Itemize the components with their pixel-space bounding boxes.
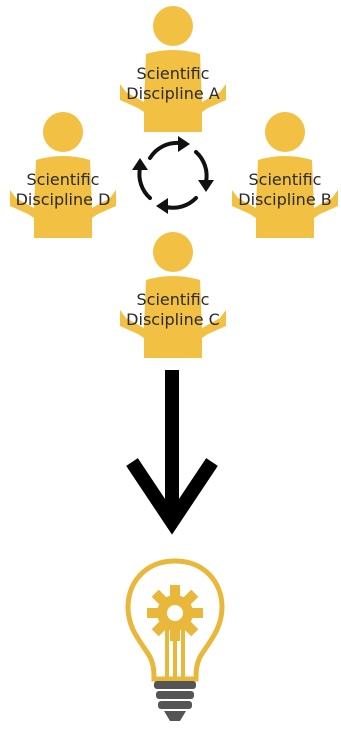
person-discipline-c: Scientific Discipline C [118, 228, 228, 358]
lightbulb-gear-icon [120, 555, 230, 725]
person-discipline-d: Scientific Discipline D [8, 108, 118, 238]
discipline-d-line1: Scientific [26, 170, 100, 189]
arrow-down-icon [122, 370, 222, 535]
circular-arrows-icon [128, 130, 218, 220]
discipline-c-line1: Scientific [136, 290, 210, 309]
discipline-a-label: Scientific Discipline A [98, 64, 248, 104]
discipline-c-line2: Discipline C [126, 310, 220, 329]
discipline-b-line1: Scientific [248, 170, 322, 189]
discipline-b-label: Scientific Discipline B [210, 170, 341, 210]
discipline-b-line2: Discipline B [238, 190, 332, 209]
discipline-a-line1: Scientific [136, 64, 210, 83]
discipline-d-line2: Discipline D [15, 190, 111, 209]
discipline-a-line2: Discipline A [126, 84, 220, 103]
person-discipline-a: Scientific Discipline A [118, 2, 228, 132]
person-discipline-b: Scientific Discipline B [230, 108, 340, 238]
discipline-c-label: Scientific Discipline C [98, 290, 248, 330]
discipline-d-label: Scientific Discipline D [0, 170, 138, 210]
